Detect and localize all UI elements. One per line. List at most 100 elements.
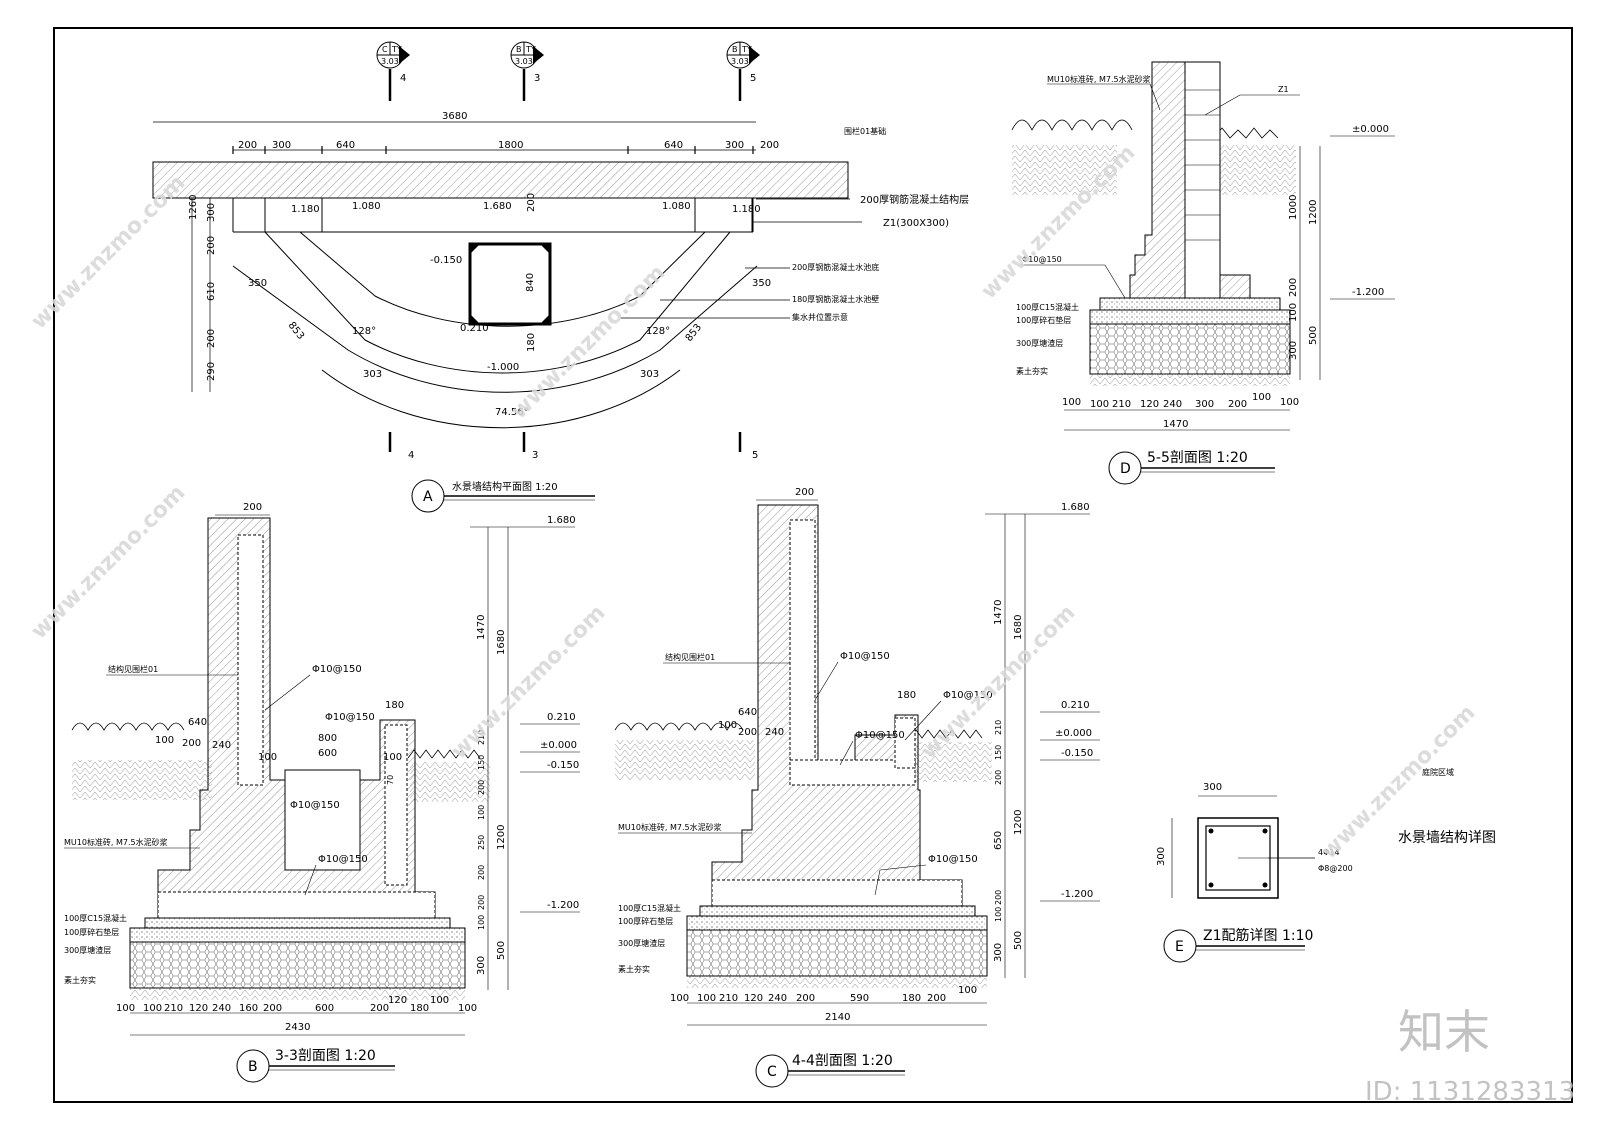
marker-sheet: 3.03 xyxy=(515,57,533,66)
plan-dim-top-5: 640 xyxy=(664,140,683,151)
sec33-label-brick: MU10标准砖, M7.5水泥砂浆 xyxy=(64,837,168,847)
sec55-dim-b5: 240 xyxy=(1163,399,1182,410)
sec44-dim-b5: 240 xyxy=(768,993,787,1004)
sec33-elev-2: 0.210 xyxy=(547,712,576,723)
marker-letter: B xyxy=(732,45,738,54)
sec44-dim-100: 100 xyxy=(718,720,737,731)
sec55-dim-b3: 210 xyxy=(1112,399,1131,410)
sec55-label-brick: MU10标准砖, M7.5水泥砂浆 xyxy=(1047,74,1151,84)
sec55-dim-right-4: 100 xyxy=(1288,303,1299,322)
sec44-dim-b9: 200 xyxy=(927,993,946,1004)
plan-dim-top-1: 200 xyxy=(238,140,257,151)
plan-angle-arc: 74.56° xyxy=(495,407,529,418)
sec55-dim-b6: 300 xyxy=(1195,399,1214,410)
plan-dim-350-right: 350 xyxy=(752,278,771,289)
sec44-dim-r4: 650 xyxy=(993,831,1004,850)
sec55-dim-right-6: 300 xyxy=(1288,341,1299,360)
plan-dim-top-6: 300 xyxy=(725,140,744,151)
sec55-dim-b1: 100 xyxy=(1062,397,1081,408)
sec44-label-fill: 300厚塘渣层 xyxy=(618,938,665,948)
plan-dim-left-1: 300 xyxy=(206,203,217,222)
marker-number: 3 xyxy=(534,73,540,84)
sec33-dim-r6: 200 xyxy=(477,865,486,880)
sec44-dim-r7: 1200 xyxy=(1013,810,1024,835)
sec33-badge: B xyxy=(248,1059,258,1075)
sec55-label-c15: 100厚C15混凝土 xyxy=(1016,302,1079,312)
sec44-rebar-4: Φ10@150 xyxy=(928,854,978,865)
sec44-dim-b3: 210 xyxy=(719,993,738,1004)
section-5-5-d: MU10标准砖, M7.5水泥砂浆 Z1 Φ10@150 100厚C15混凝土 … xyxy=(1011,61,1395,485)
sec33-elev-1: 1.680 xyxy=(547,515,576,526)
sec44-dim-1470: 1470 xyxy=(993,600,1004,625)
sec33-dim-r1: 210 xyxy=(477,730,486,745)
plan-badge: A xyxy=(423,489,433,505)
marker-ref: TY xyxy=(741,45,752,54)
sec33-dim-1470: 1470 xyxy=(476,615,487,640)
sec55-dim-b2: 100 xyxy=(1090,399,1109,410)
sec33-dim-b11: 180 xyxy=(410,1003,429,1014)
sec44-dim-r2: 150 xyxy=(994,745,1003,760)
sec33-label-gravel: 100厚碎石垫层 xyxy=(64,927,119,937)
sec44-dim-180: 180 xyxy=(897,690,916,701)
sec44-dim-r3: 200 xyxy=(994,770,1003,785)
sec55-elev-m12: -1.200 xyxy=(1352,287,1384,298)
sec44-label-brick: MU10标准砖, M7.5水泥砂浆 xyxy=(618,822,722,832)
sec33-dim-600: 600 xyxy=(318,748,337,759)
sec44-elev-3: ±0.000 xyxy=(1055,728,1092,739)
sec33-rebar-2: Φ10@150 xyxy=(325,712,375,723)
sec33-dim-r11: 300 xyxy=(476,956,487,975)
sec33-total: 2430 xyxy=(285,1022,310,1033)
sec44-title: 4-4剖面图 1:20 xyxy=(792,1053,893,1069)
plan-label-sump: 集水井位置示意 xyxy=(792,312,848,322)
sec33-rebar-3: Φ10@150 xyxy=(290,800,340,811)
sec44-dim-640: 640 xyxy=(738,707,757,718)
plan-dim-top-3: 640 xyxy=(336,140,355,151)
sec44-label-soil: 素土夯实 xyxy=(618,964,650,974)
plan-cut-4: 4 xyxy=(408,450,414,461)
sec44-dim-r8: 500 xyxy=(1013,931,1024,950)
sec33-dim-b12: 100 xyxy=(430,995,449,1006)
sec33-elev-5: -1.200 xyxy=(547,900,579,911)
plan-dim-853-right: 853 xyxy=(684,322,704,344)
sec33-dim-70: 70 xyxy=(386,775,395,785)
plan-elev-2: 1.080 xyxy=(352,201,381,212)
sec33-dim-100a: 100 xyxy=(155,735,174,746)
plan-elev-7: 0.210 xyxy=(460,323,489,334)
sec33-label-soil: 素土夯实 xyxy=(64,975,96,985)
sec44-dim-b6: 200 xyxy=(796,993,815,1004)
sec33-title: 3-3剖面图 1:20 xyxy=(275,1048,376,1064)
plan-dim-303-right: 303 xyxy=(640,369,659,380)
plan-dim-top-7: 200 xyxy=(760,140,779,151)
sec44-dim-b4: 120 xyxy=(744,993,763,1004)
plan-angle-left: 128° xyxy=(352,326,376,337)
sec55-dim-right-3: 200 xyxy=(1288,278,1299,297)
sec44-dim-r1: 210 xyxy=(994,720,1003,735)
plan-elev-1: 1.180 xyxy=(291,204,320,215)
section-marker-b2: B TY 3.03 5 xyxy=(726,41,760,101)
watermark-site-4: www.znzmo.com xyxy=(27,480,191,644)
section-marker-b1: B TY 3.03 3 xyxy=(510,41,544,101)
sec33-elev-3: ±0.000 xyxy=(540,740,577,751)
sec55-dim-b7: 200 xyxy=(1228,399,1247,410)
sec33-dim-240: 240 xyxy=(212,740,231,751)
sec55-label-soil: 素土夯实 xyxy=(1016,366,1048,376)
sec33-dim-1680: 1680 xyxy=(496,630,507,655)
marker-sheet: 3.03 xyxy=(381,57,399,66)
marker-letter: C xyxy=(382,45,388,54)
sec33-dim-b2: 100 xyxy=(143,1003,162,1014)
section-4-4-c: 200 结构见围栏01 Φ10@150 Φ10@150 180 Φ10@150 … xyxy=(614,487,1100,1088)
sec33-dim-200b: 200 xyxy=(182,738,201,749)
sec55-dim-right-5: 500 xyxy=(1308,326,1319,345)
sec33-dim-b6: 160 xyxy=(239,1003,258,1014)
plan-dim-left-4: 200 xyxy=(206,329,217,348)
sec33-dim-r7: 200 xyxy=(477,895,486,910)
plan-view-a: 3680 200 300 640 1800 640 300 200 围栏01基础 xyxy=(152,111,969,513)
sec55-label-gravel: 100厚碎石垫层 xyxy=(1016,315,1071,325)
plan-total-width: 3680 xyxy=(442,111,467,122)
sec44-dim-r5: 200 xyxy=(994,890,1003,905)
z1-main-bars: 4Φ14 xyxy=(1318,848,1340,857)
plan-label-z1: Z1(300X300) xyxy=(883,218,949,229)
sec33-elev-4: -0.150 xyxy=(547,760,579,771)
plan-elev-4: 1.080 xyxy=(662,201,691,212)
plan-title: 水景墙结构平面图 1:20 xyxy=(452,480,558,493)
